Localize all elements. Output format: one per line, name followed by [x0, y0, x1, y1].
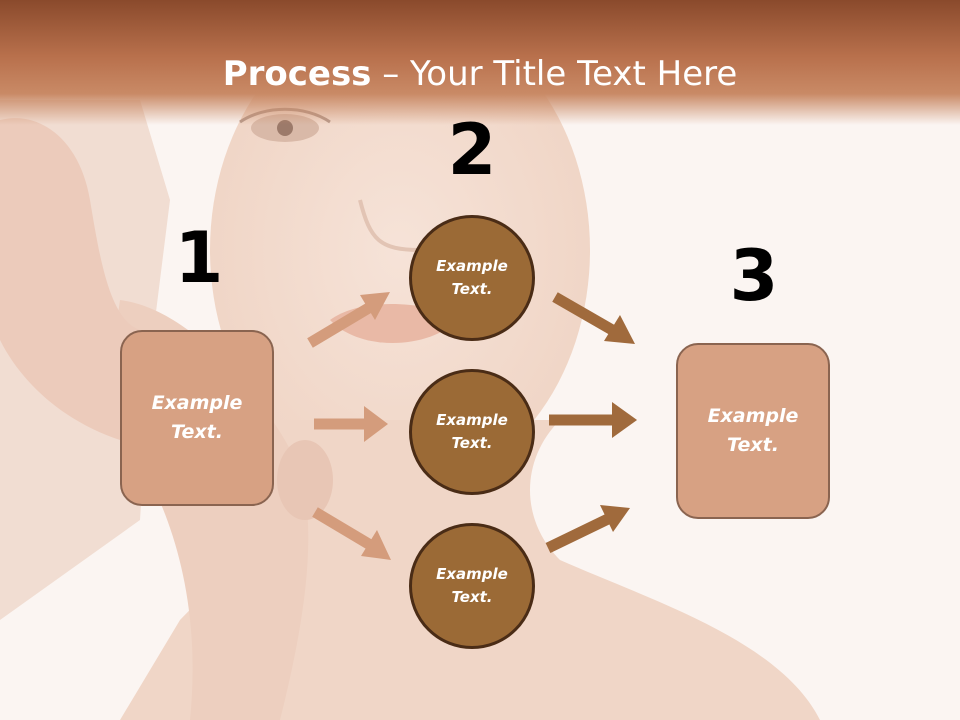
arrow-right-icon [552, 292, 635, 344]
circle-text-line2: Text. [451, 280, 493, 298]
step-number-2: 2 [447, 109, 497, 191]
arrow-right-icon [312, 507, 391, 560]
step-3-box[interactable]: Example Text. [676, 343, 830, 519]
circle-text-line2: Text. [451, 434, 493, 452]
step-number-3: 3 [729, 235, 779, 317]
arrow-right-icon [307, 292, 390, 348]
box-text-line2: Text. [171, 421, 223, 443]
step-2-circle-middle[interactable]: Example Text. [409, 369, 535, 495]
box-text-line1: Example [707, 405, 799, 427]
circle-text-line2: Text. [451, 588, 493, 606]
box-text-line2: Text. [727, 434, 779, 456]
page-title: Process – Your Title Text Here [0, 52, 960, 96]
title-bold: Process [222, 54, 372, 94]
circle-text-line1: Example [436, 257, 508, 275]
title-rest: – Your Title Text Here [371, 54, 738, 94]
step-2-circle-bottom[interactable]: Example Text. [409, 523, 535, 649]
step-2-circle-top[interactable]: Example Text. [409, 215, 535, 341]
circle-text-line1: Example [436, 565, 508, 583]
arrow-right-icon [314, 406, 388, 442]
step-1-box[interactable]: Example Text. [120, 330, 274, 506]
step-number-1: 1 [174, 217, 224, 299]
arrow-right-icon [545, 505, 630, 553]
circle-text-line1: Example [436, 411, 508, 429]
box-text-line1: Example [151, 392, 243, 414]
arrow-right-icon [549, 402, 637, 438]
title-banner [0, 0, 960, 125]
